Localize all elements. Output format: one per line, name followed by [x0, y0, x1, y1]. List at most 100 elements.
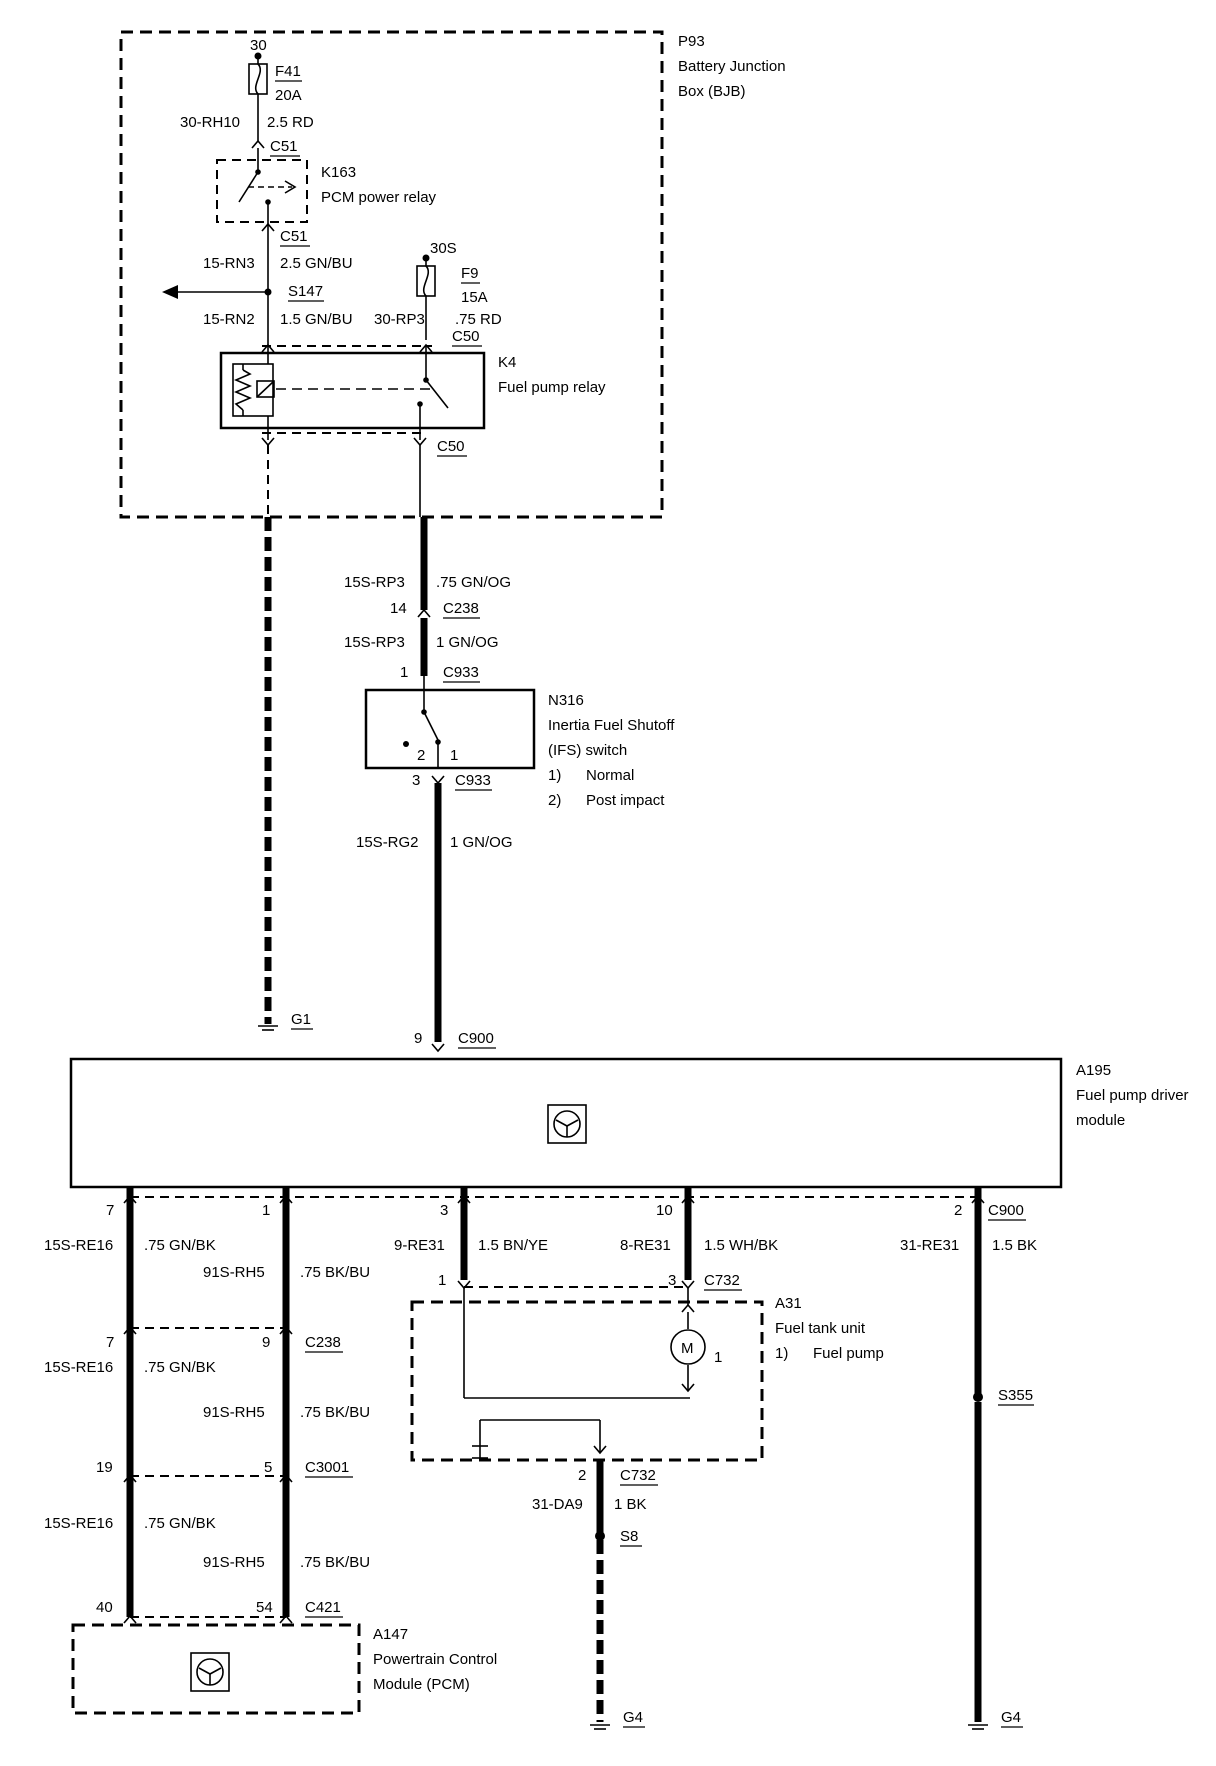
- ifs-switch-n316: [364, 676, 536, 770]
- wire-15srp3-b-circuit: 15S-RP3: [344, 634, 405, 651]
- c732-bottom-pin: 2: [578, 1467, 586, 1484]
- wire-15srp3-a-spec: .75 GN/OG: [436, 574, 511, 591]
- wire-31da9-circuit: 31-DA9: [532, 1496, 583, 1513]
- connector-c900-top: C900: [458, 1030, 494, 1047]
- wire-15sre16-a-circuit: 15S-RE16: [44, 1237, 113, 1254]
- c900-bottom-pin-1: 1: [262, 1202, 270, 1219]
- wire-91srh5-a-circuit: 91S-RH5: [203, 1264, 265, 1281]
- splice-s147-point: [162, 244, 272, 340]
- c3001-pin-left: 19: [96, 1459, 113, 1476]
- pcm-a147-id: A147: [373, 1626, 408, 1643]
- relay-k163: [216, 148, 308, 244]
- wire-15rn3-circuit: 15-RN3: [203, 255, 255, 272]
- fuse-f41-id: F41: [275, 63, 301, 80]
- connector-c238-a-pin: 14: [390, 600, 407, 617]
- relay-k4: [219, 340, 486, 440]
- wire-91srh5-b-spec: .75 BK/BU: [300, 1404, 370, 1421]
- wire-15srg2-spec: 1 GN/OG: [450, 834, 513, 851]
- connector-c51-top: C51: [270, 138, 298, 155]
- module-a195-name-line2: module: [1076, 1112, 1125, 1129]
- fuel-tank-unit-name: Fuel tank unit: [775, 1320, 866, 1337]
- connector-c933-bottom: C933: [455, 772, 491, 789]
- wire-31re31-spec: 1.5 BK: [992, 1237, 1037, 1254]
- wire-15srp3-a-circuit: 15S-RP3: [344, 574, 405, 591]
- relay-k4-id: K4: [498, 354, 516, 371]
- connector-c933-top-pin: 1: [400, 664, 408, 681]
- pcm-a147-name-line2: Module (PCM): [373, 1676, 470, 1693]
- c900-bottom-pin-10: 10: [656, 1202, 673, 1219]
- wire-9re31-circuit: 9-RE31: [394, 1237, 445, 1254]
- ifs-position2: Post impact: [586, 792, 665, 809]
- wire-15rn2-spec: 1.5 GN/BU: [280, 311, 353, 328]
- wire-91srh5-c-circuit: 91S-RH5: [203, 1554, 265, 1571]
- fuel-pump-motor-num: 1: [714, 1349, 722, 1366]
- ground-g1: G1: [291, 1011, 311, 1028]
- bjb-name-line1: Battery Junction: [678, 58, 786, 75]
- pcm-a147-electronic-icon: [190, 1652, 230, 1692]
- ifs-position1: Normal: [586, 767, 634, 784]
- wire-8re31-circuit: 8-RE31: [620, 1237, 671, 1254]
- connector-c51-bottom: C51: [280, 228, 308, 245]
- relay-k163-id: K163: [321, 164, 356, 181]
- splice-s147: S147: [288, 283, 323, 300]
- c238-b-pin-right: 9: [262, 1334, 270, 1351]
- wire-91srh5-b-circuit: 91S-RH5: [203, 1404, 265, 1421]
- c900-bottom-pin-3: 3: [440, 1202, 448, 1219]
- ifs-switch-name-line2: (IFS) switch: [548, 742, 627, 759]
- ifs-contact-1: 1: [450, 747, 458, 764]
- ifs-position1-num: 1): [548, 767, 561, 784]
- connector-c421: C421: [305, 1599, 341, 1616]
- module-a195-id: A195: [1076, 1062, 1111, 1079]
- ground-g4-right-symbol: [968, 1724, 988, 1730]
- bjb-boundary: [119, 30, 664, 519]
- connector-c933-bottom-pin: 3: [412, 772, 420, 789]
- wire-8re31-spec: 1.5 WH/BK: [704, 1237, 778, 1254]
- ground-g1-symbol: [258, 1025, 278, 1031]
- wire-31da9-spec: 1 BK: [614, 1496, 647, 1513]
- wire-15rn3-spec: 2.5 GN/BU: [280, 255, 353, 272]
- bjb-name-line2: Box (BJB): [678, 83, 746, 100]
- fuse-f9-rating: 15A: [461, 289, 488, 306]
- c732-top-pin-1: 1: [438, 1272, 446, 1289]
- fuse-f41-rating: 20A: [275, 87, 302, 104]
- c3001-pin-right: 5: [264, 1459, 272, 1476]
- module-a195-name-line1: Fuel pump driver: [1076, 1087, 1189, 1104]
- c421-pin-right: 54: [256, 1599, 273, 1616]
- fuel-tank-unit-item-num: 1): [775, 1345, 788, 1362]
- fuel-pump-motor-letter: M: [681, 1340, 694, 1357]
- relay-k163-name: PCM power relay: [321, 189, 437, 206]
- c238-b-pin-left: 7: [106, 1334, 114, 1351]
- c900-bottom-pin-2: 2: [954, 1202, 962, 1219]
- module-a195-box: [69, 1057, 1063, 1189]
- c421-pin-left: 40: [96, 1599, 113, 1616]
- wire-15rn2-circuit: 15-RN2: [203, 311, 255, 328]
- connector-c238-b: C238: [305, 1334, 341, 1351]
- ground-g4-left: G4: [623, 1709, 643, 1726]
- wire-91srh5-c-spec: .75 BK/BU: [300, 1554, 370, 1571]
- wire-15srg2-circuit: 15S-RG2: [356, 834, 419, 851]
- ifs-contact-2: 2: [417, 747, 425, 764]
- pcm-a147-name-line1: Powertrain Control: [373, 1651, 497, 1668]
- ifs-position2-num: 2): [548, 792, 561, 809]
- wire-9re31-spec: 1.5 BN/YE: [478, 1237, 548, 1254]
- connector-c50-bottom: C50: [437, 438, 465, 455]
- connector-c933-top: C933: [443, 664, 479, 681]
- wire-15sre16-b-circuit: 15S-RE16: [44, 1359, 113, 1376]
- bjb-code: P93: [678, 33, 705, 50]
- fuse-f9-id: F9: [461, 265, 479, 282]
- fuse-f41: [248, 52, 268, 142]
- connector-c238-a: C238: [443, 600, 479, 617]
- fuel-tank-unit-internal-ground: [472, 1419, 607, 1459]
- wire-30rp3-circuit: 30-RP3: [374, 311, 425, 328]
- wire-30rh10-circuit: 30-RH10: [180, 114, 240, 131]
- wire-15sre16-a-spec: .75 GN/BK: [144, 1237, 216, 1254]
- pcm-a147-box: [71, 1623, 361, 1715]
- fuse-f9-term: 30S: [430, 240, 457, 257]
- connector-c50-top: C50: [452, 328, 480, 345]
- c900-bottom-pin-7: 7: [106, 1202, 114, 1219]
- connector-c900-bottom: C900: [988, 1202, 1024, 1219]
- wire-91srh5-a-spec: .75 BK/BU: [300, 1264, 370, 1281]
- splice-s8: S8: [620, 1528, 638, 1545]
- wire-31re31-circuit: 31-RE31: [900, 1237, 959, 1254]
